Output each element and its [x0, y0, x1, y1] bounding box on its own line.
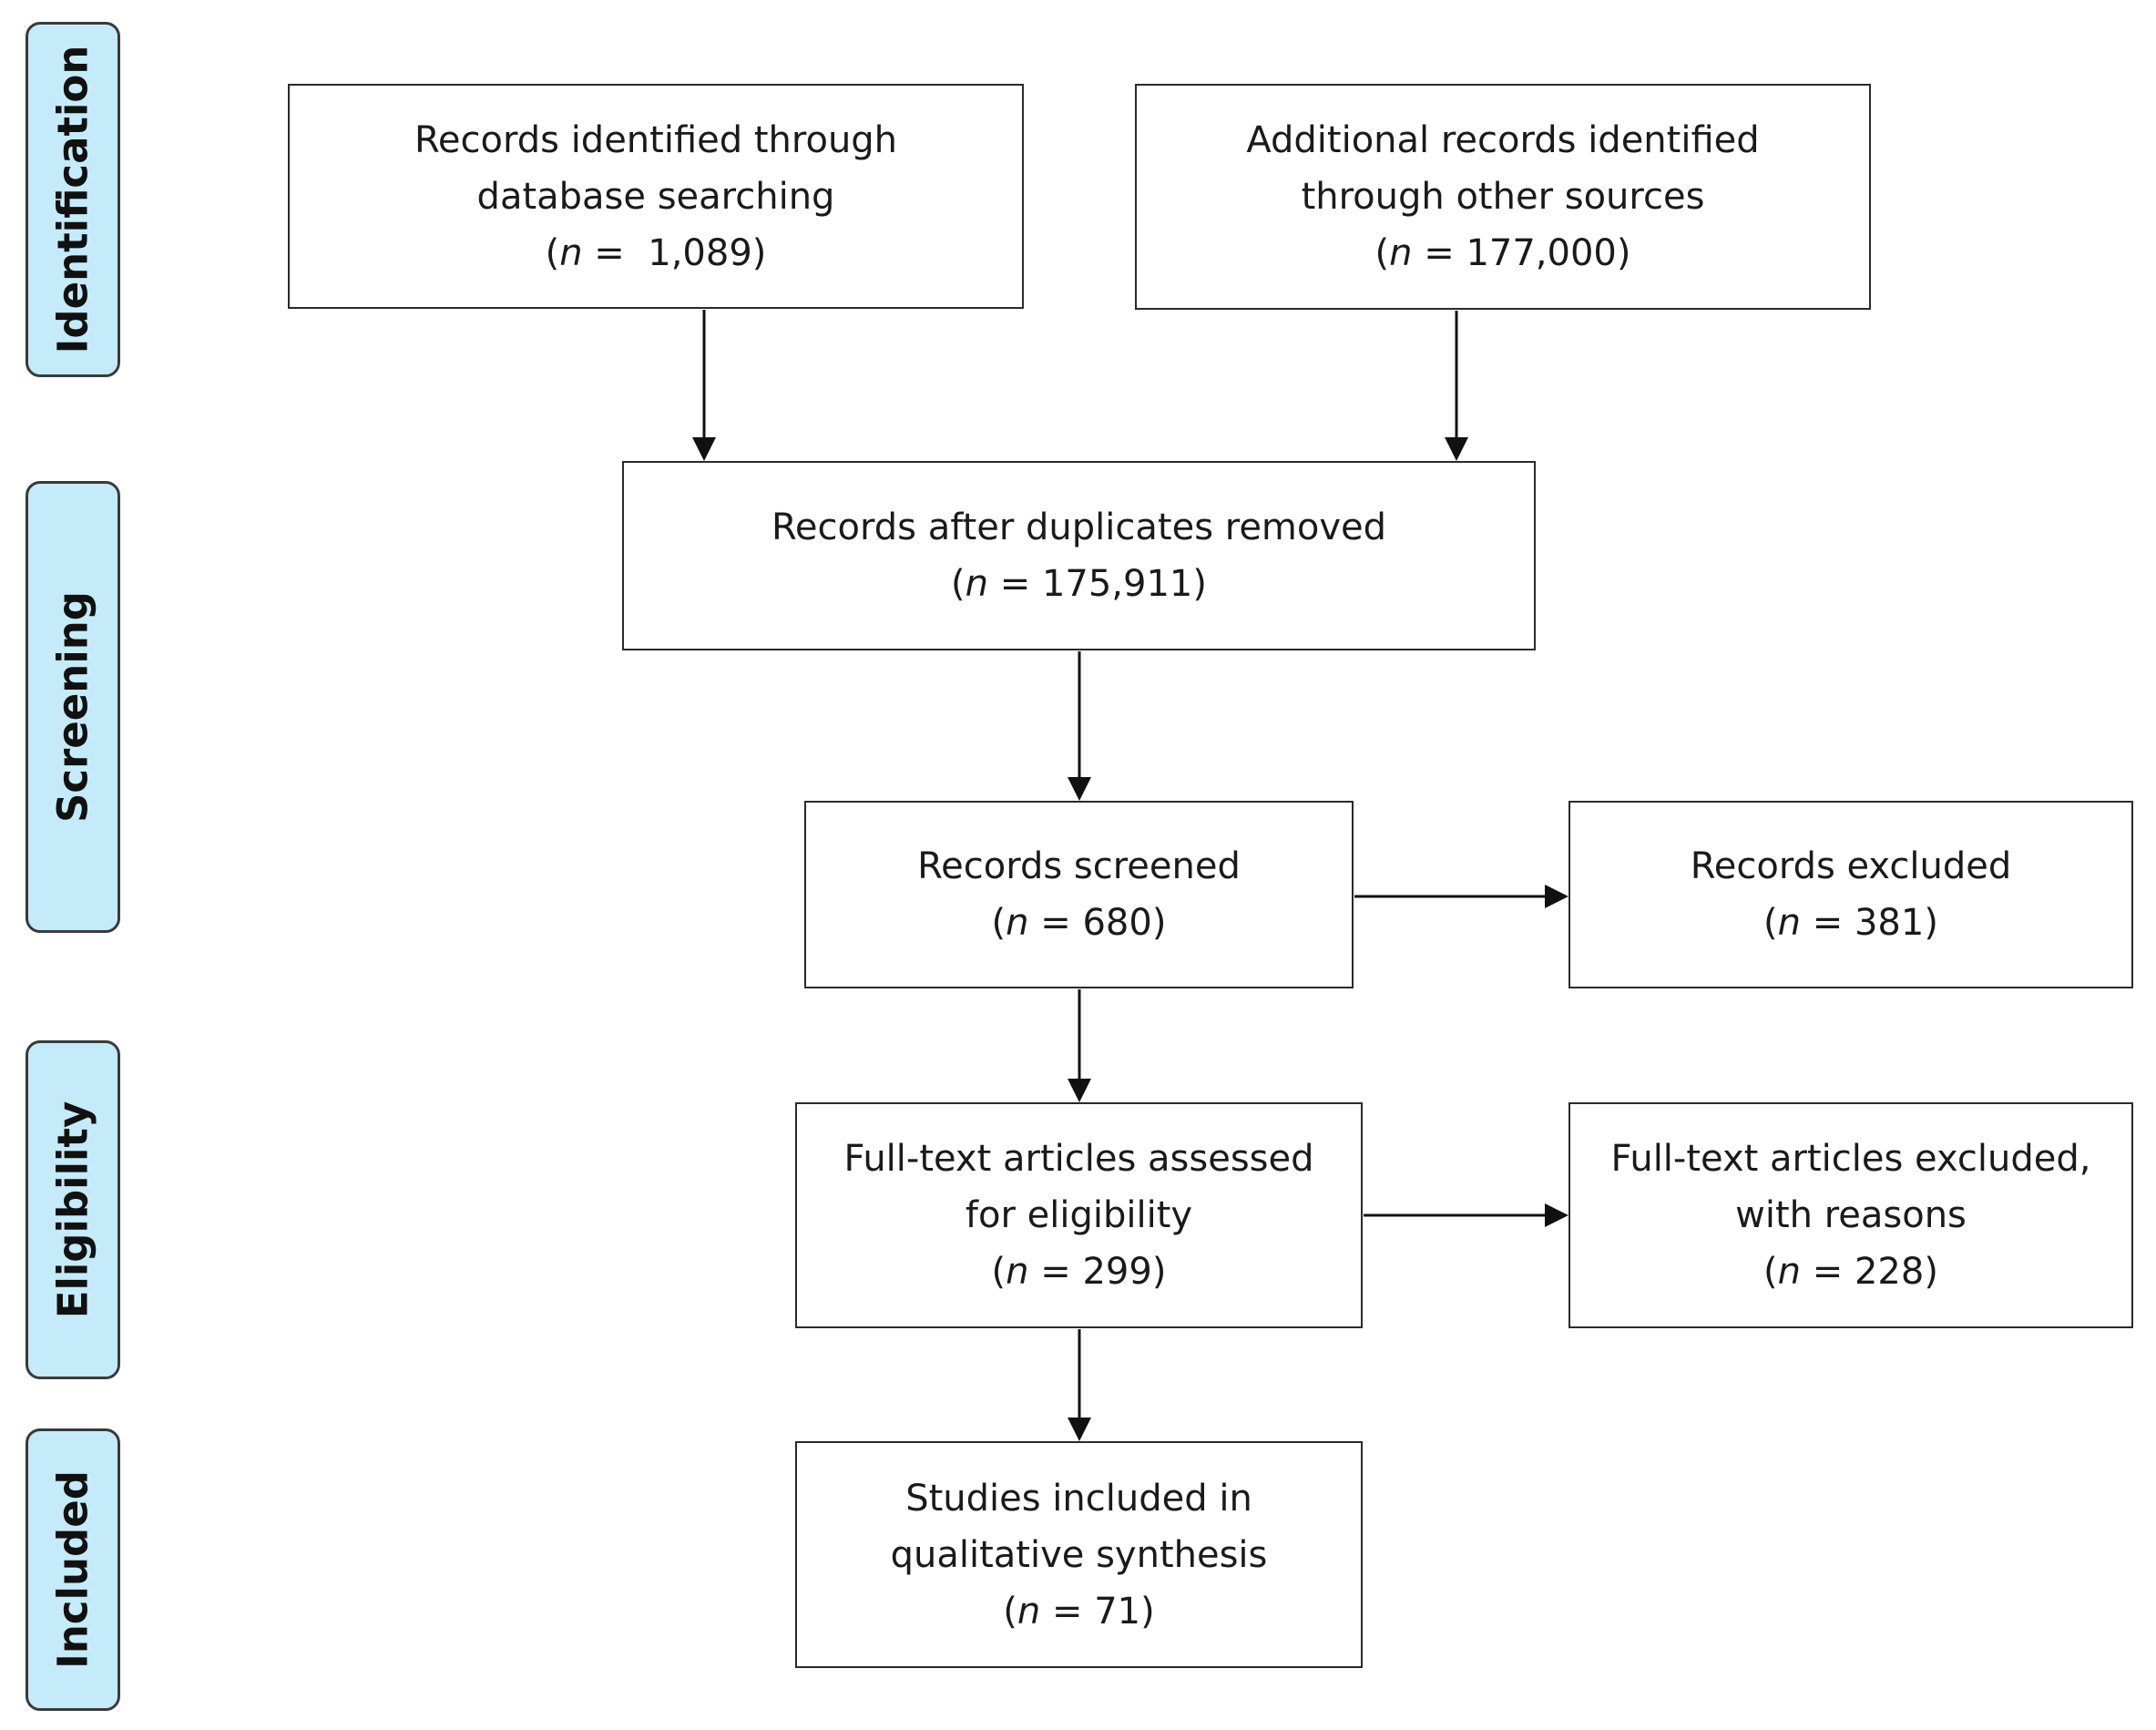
box-count: (n = 175,911)	[951, 563, 1207, 605]
box-text-line: Studies included in	[905, 1477, 1252, 1520]
box-text-line: Records after duplicates removed	[771, 507, 1387, 548]
box-studies-included: Studies included in qualitative synthesi…	[795, 1441, 1363, 1668]
box-count: (n = 381)	[1763, 902, 1938, 944]
arrowhead	[1545, 1203, 1568, 1227]
phase-identification: Identification	[26, 22, 120, 377]
box-other-sources: Additional records identified through ot…	[1135, 84, 1871, 310]
phase-included-label: Included	[48, 1470, 97, 1669]
box-fulltext-assessed: Full-text articles assessed for eligibil…	[795, 1102, 1363, 1328]
phase-identification-label: Identification	[48, 45, 97, 354]
box-text-line: Full-text articles excluded,	[1610, 1138, 2091, 1180]
phase-eligibility: Eligibility	[26, 1040, 120, 1379]
arrowhead	[1545, 885, 1568, 908]
box-text-line: qualitative synthesis	[890, 1533, 1268, 1576]
box-text-line: Records excluded	[1690, 845, 2012, 887]
box-text-line: Full-text articles assessed	[843, 1138, 1314, 1180]
box-text-line: for eligibility	[965, 1194, 1193, 1236]
box-count: (n = 680)	[991, 902, 1167, 944]
box-count: (n = 299)	[991, 1251, 1167, 1293]
box-text-line: with reasons	[1735, 1194, 1967, 1236]
phase-screening-label: Screening	[48, 590, 97, 824]
arrowhead	[1068, 1079, 1091, 1102]
arrowhead	[1068, 777, 1091, 801]
box-text-line: Records identified through	[414, 118, 898, 161]
box-text-line: database searching	[476, 175, 835, 218]
phase-included: Included	[26, 1428, 120, 1711]
box-records-screened: Records screened (n = 680)	[804, 801, 1354, 988]
box-after-duplicates: Records after duplicates removed (n = 17…	[622, 461, 1536, 650]
arrowhead	[1068, 1418, 1091, 1441]
box-database-records: Records identified through database sear…	[288, 84, 1024, 309]
arrowhead	[1445, 437, 1468, 461]
box-count: (n = 1,089)	[545, 231, 767, 274]
box-fulltext-excluded: Full-text articles excluded, with reason…	[1568, 1102, 2133, 1328]
phase-eligibility-label: Eligibility	[48, 1100, 97, 1319]
box-count: (n = 177,000)	[1374, 232, 1631, 274]
box-text-line: through other sources	[1301, 176, 1705, 218]
box-records-excluded: Records excluded (n = 381)	[1568, 801, 2133, 988]
arrowhead	[692, 437, 716, 461]
box-count: (n = 71)	[1003, 1590, 1155, 1633]
box-count: (n = 228)	[1763, 1251, 1938, 1293]
phase-screening: Screening	[26, 481, 120, 933]
box-text-line: Additional records identified	[1246, 119, 1760, 161]
box-text-line: Records screened	[917, 845, 1241, 887]
